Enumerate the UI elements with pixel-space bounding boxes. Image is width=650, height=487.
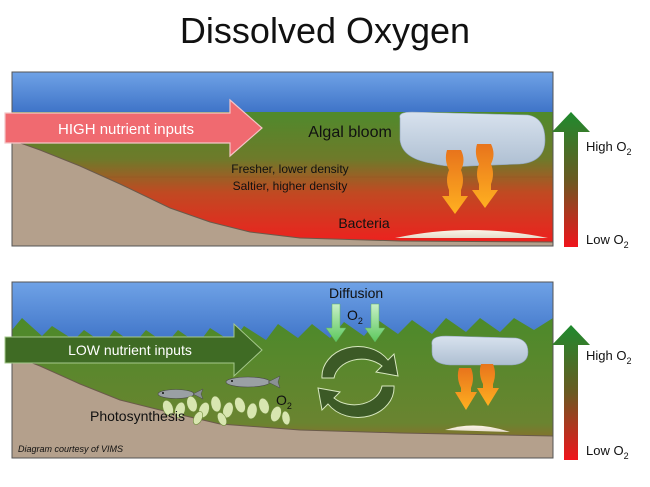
o2-scale-arrow-top [552,112,590,247]
high-nutrient-label: HIGH nutrient inputs [58,121,194,138]
fish-icon [157,388,204,400]
bottom-panel: LOW nutrient inputs [4,281,631,461]
low-nutrient-arrow [4,322,263,378]
bacteria-label: Bacteria [338,215,390,231]
algal-bloom-cloud [399,111,546,167]
sinking-arrow-icon [472,144,498,208]
seagrass-icon [162,395,291,426]
diffusion-arrow-icon [325,303,347,343]
top-panel: HIGH nutrient inputs Algal bloom Fresher… [4,71,631,250]
diffusion-label: Diffusion [329,285,383,301]
sinking-arrow-icon [477,364,499,406]
low-nutrient-label: LOW nutrient inputs [68,342,192,358]
scale-high-label: High O2 [586,139,631,157]
o2-right-label: O2 [276,392,292,411]
credit-label: Diagram courtesy of VIMS [18,444,123,454]
saltier-label: Saltier, higher density [233,179,348,193]
scale-high-label: High O2 [586,348,631,366]
cycle-arrow-bottom [317,385,395,418]
sinking-arrow-icon [455,368,477,410]
o2-scale-arrow-icon [552,325,590,460]
cycle-arrow-top [321,346,399,379]
scale-low-label: Low O2 [586,443,629,461]
small-bloom-cloud [431,335,529,366]
high-nutrient-arrow [4,98,263,158]
bottom-sediment [445,425,510,432]
o2-top-label: O2 [347,307,363,326]
top-sediment [395,230,548,238]
top-panel-border [11,71,554,247]
sinking-arrow-icon [442,150,468,214]
fresher-label: Fresher, lower density [231,162,348,176]
top-sky [12,72,553,112]
page-title: Dissolved Oxygen [179,10,471,51]
scale-low-label: Low O2 [586,232,629,250]
fish-icon [225,375,281,389]
algal-bloom-label: Algal bloom [308,124,392,141]
diffusion-arrow-icon [364,303,386,343]
photosynthesis-label: Photosynthesis [90,408,185,424]
bottom-panel-border [11,281,554,459]
